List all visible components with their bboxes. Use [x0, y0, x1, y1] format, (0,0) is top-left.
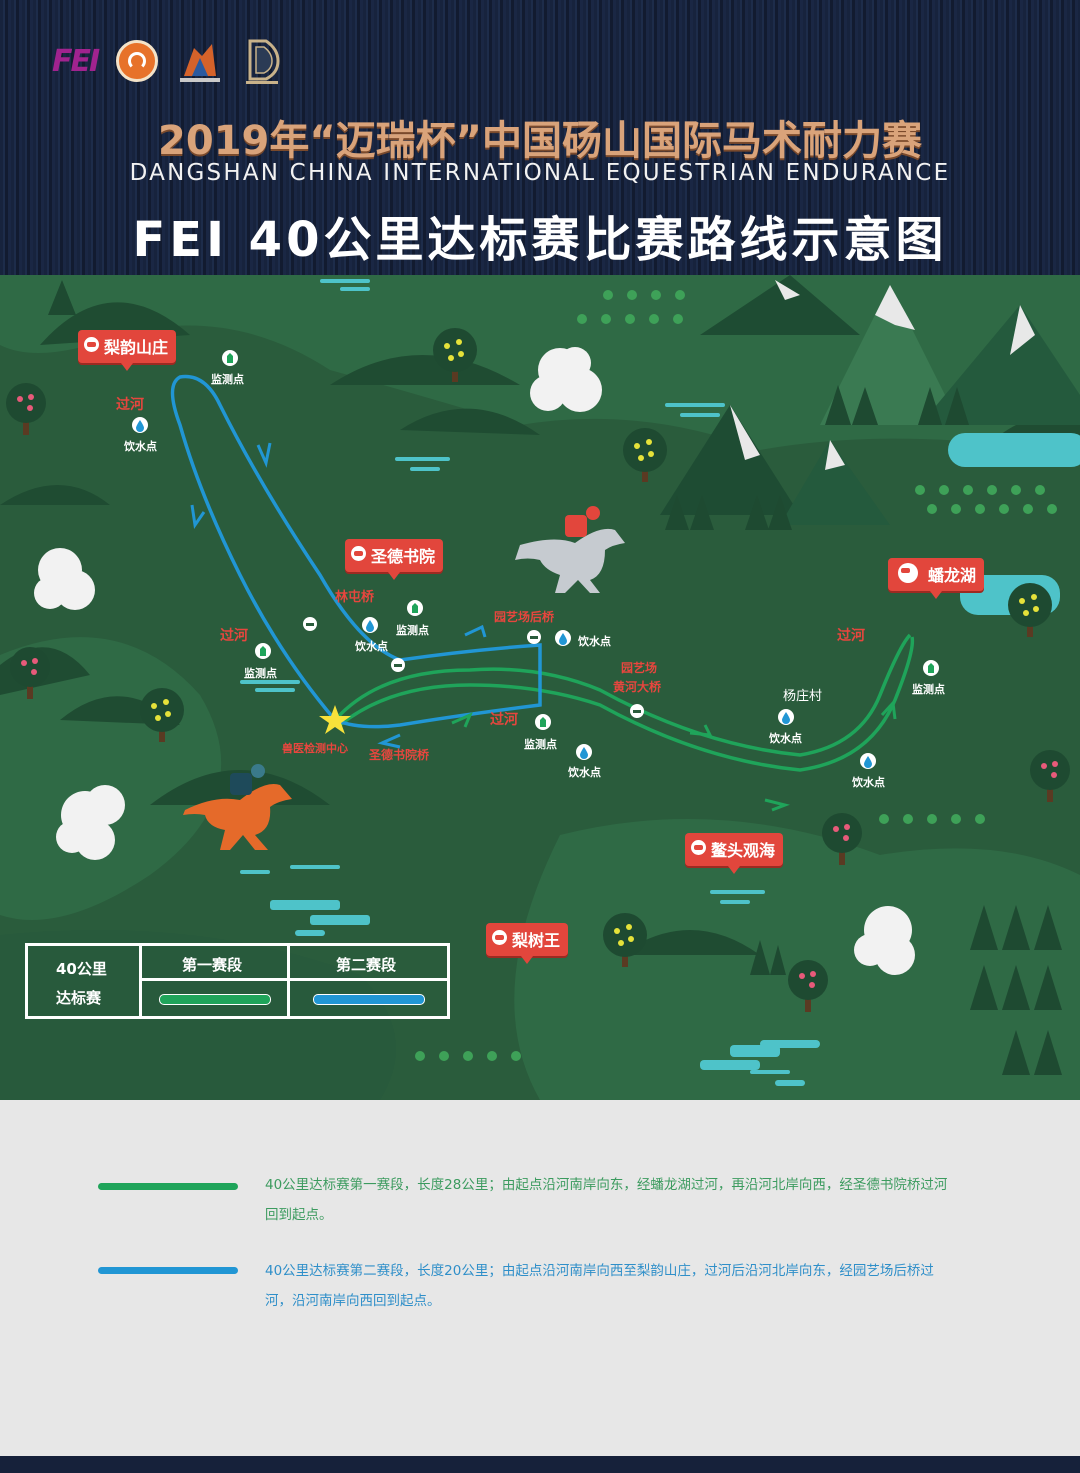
label-water-point: 饮水点 [355, 640, 388, 653]
description-section1: 40公里达标赛第一赛段，长度28公里；由起点沿河南岸向东，经蟠龙湖过河，再沿河北… [265, 1177, 948, 1223]
horse-rider-1 [515, 506, 625, 593]
description-section2: 40公里达标赛第二赛段，长度20公里；由起点沿河南岸向西至梨韵山庄，过河后沿河北… [265, 1263, 934, 1309]
route-section-1b [338, 636, 915, 772]
event-title-chinese: 2019年“迈瑞杯”中国砀山国际马术耐力赛 [158, 118, 922, 164]
label-cross-river: 过河 [220, 628, 248, 644]
legend-divider [142, 978, 450, 981]
mountain [875, 285, 915, 330]
water-point-icons [132, 417, 876, 769]
sign-aotou-sea-view[interactable]: 鳌头观海 [685, 833, 784, 874]
label-vet-center: 兽医检测中心 [282, 742, 348, 755]
hill [330, 355, 520, 385]
sign-liyun-villa[interactable]: 梨韵山庄 [78, 330, 177, 371]
d-crest-logo-icon [242, 37, 282, 85]
start-point-star [319, 705, 351, 734]
map-terrain [0, 275, 1080, 1100]
label-monitor-point: 监测点 [396, 624, 429, 637]
sponsor-logos: FEI [52, 36, 282, 86]
fruit-trees [6, 328, 1070, 1012]
legend-swatch-section2 [313, 994, 425, 1005]
label-garden-back-bridge: 园艺场后桥 [494, 610, 555, 624]
description-swatch-section2 [98, 1267, 238, 1274]
label-monitor-point: 监测点 [211, 373, 244, 386]
mountain [1010, 305, 1035, 355]
mountain [660, 405, 800, 515]
route-map-title: FEI 40公里达标赛比赛路线示意图 [132, 212, 948, 268]
hill [620, 930, 760, 955]
label-cross-river: 过河 [490, 712, 518, 728]
legend-title-line2: 达标赛 [56, 989, 102, 1007]
sign-panlong-lake[interactable]: 蟠龙湖 [888, 558, 985, 599]
route-legend: 40公里 达标赛 第一赛段 第二赛段 [25, 943, 450, 1019]
monitor-point-icons [222, 350, 939, 730]
event-title-english: DANGSHAN CHINA INTERNATIONAL EQUESTRIAN … [129, 160, 951, 186]
label-garden-yellow-river-1: 园艺场 [621, 661, 658, 675]
mountain [730, 405, 760, 460]
label-water-point: 饮水点 [568, 766, 601, 779]
route-section-2 [170, 374, 542, 729]
label-linqi-bridge: 林屯桥 [335, 590, 375, 605]
lake [948, 433, 1080, 467]
label-shengde-bridge: 圣德书院桥 [369, 748, 430, 762]
route-section-1 [333, 633, 912, 757]
tree-icon [691, 840, 706, 855]
association-logo-icon [116, 40, 159, 82]
location-icon [351, 546, 366, 561]
route-description-panel: 40公里达标赛第一赛段，长度28公里；由起点沿河南岸向东，经蟠龙湖过河，再沿河北… [0, 1100, 1080, 1456]
bottom-border [0, 1456, 1080, 1473]
hill [400, 408, 540, 435]
label-yangzhuang-village: 杨庄村 [783, 689, 823, 704]
label-water-point: 饮水点 [124, 440, 157, 453]
legend-section1-cell [142, 946, 290, 1016]
label-monitor-point: 监测点 [912, 683, 945, 696]
label-cross-river: 过河 [837, 628, 865, 644]
sign-pear-tree-king[interactable]: 梨树王 [486, 923, 569, 964]
legend-title-cell [28, 946, 142, 1016]
label-cross-river: 过河 [116, 397, 144, 413]
mountain [820, 285, 960, 425]
horse-rider-2 [183, 764, 292, 850]
label-water-point: 饮水点 [852, 776, 885, 789]
horse-rider-logo-icon [176, 38, 224, 84]
sign-shengde-academy[interactable]: 圣德书院 [345, 539, 444, 580]
fei-logo: FEI [52, 43, 100, 79]
route-map: 梨韵山庄 圣德书院 蟠龙湖 鳌头观海 梨树王 过河 过河 过河 过河 林屯桥 园… [0, 275, 1080, 1100]
legend-section1-label: 第一赛段 [182, 956, 243, 974]
label-water-point: 饮水点 [769, 732, 802, 745]
label-monitor-point: 监测点 [524, 738, 557, 751]
label-monitor-point: 监测点 [244, 667, 277, 680]
label-water-point: 饮水点 [578, 635, 611, 648]
mountain [775, 280, 800, 300]
legend-title-line1: 40公里 [56, 960, 107, 978]
mountain [780, 440, 890, 525]
legend-swatch-section1 [159, 994, 271, 1005]
location-icon [84, 337, 99, 352]
bridge-icons [303, 617, 644, 718]
mountain [825, 440, 845, 470]
mountain [700, 275, 860, 335]
description-swatch-section1 [98, 1183, 238, 1190]
hill [0, 485, 110, 505]
label-garden-yellow-river-2: 黄河大桥 [613, 680, 662, 694]
legend-section2-label: 第二赛段 [336, 956, 397, 974]
tree-icon [492, 930, 507, 945]
lake-icon [898, 563, 918, 583]
header-banner: FEI 2019年“迈瑞杯”中国砀山国际马术耐力赛 DANGSHAN CHINA… [0, 0, 1080, 275]
mountain [920, 305, 1080, 425]
